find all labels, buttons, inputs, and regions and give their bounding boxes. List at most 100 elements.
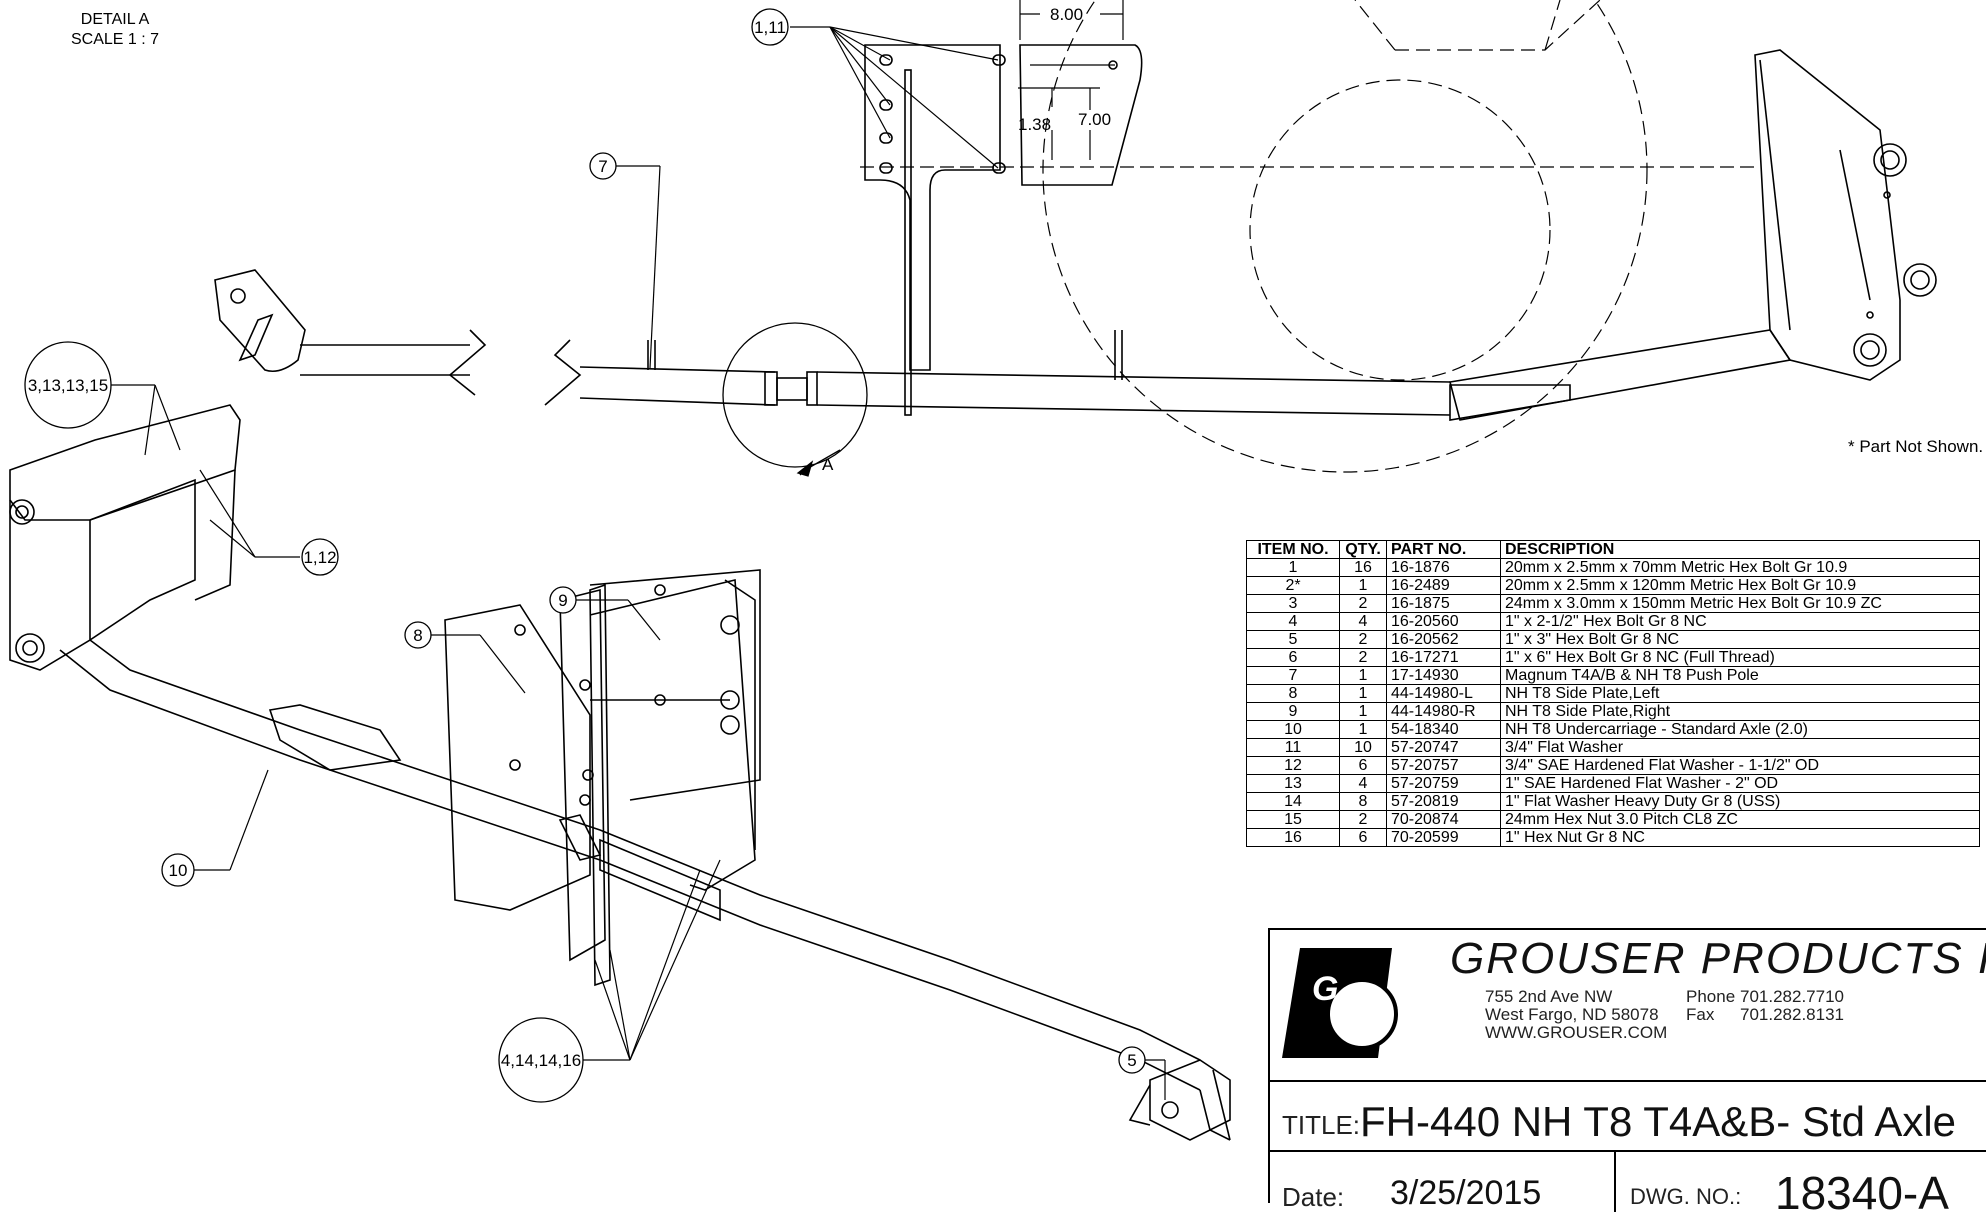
bom-description: 1" x 3" Hex Bolt Gr 8 NC (1500, 630, 1980, 649)
date-dwg-row: Date: 3/25/2015 DWG. NO.: 18340-A (1270, 1152, 1986, 1219)
bom-part-no: 54-18340 (1386, 720, 1501, 739)
bom-description: 3/4" Flat Washer (1500, 738, 1980, 757)
bom-description: 1" Flat Washer Heavy Duty Gr 8 (USS) (1500, 792, 1980, 811)
date-label: Date: (1282, 1182, 1345, 1212)
phone-label: Phone (1686, 987, 1736, 1006)
company-website: WWW.GROUSER.COM (1485, 1023, 1668, 1042)
bom-item-no: 1 (1246, 558, 1340, 577)
bom-qty: 2 (1339, 648, 1387, 667)
bom-part-no: 70-20874 (1386, 810, 1501, 829)
bom-description: Magnum T4A/B & NH T8 Push Pole (1500, 666, 1980, 685)
balloon-8: 8 (404, 621, 432, 649)
bom-description: 3/4" SAE Hardened Flat Washer - 1-1/2" O… (1500, 756, 1980, 775)
bom-item-no: 8 (1246, 684, 1340, 703)
bom-qty: 6 (1339, 756, 1387, 775)
bom-qty: 4 (1339, 612, 1387, 631)
bom-part-no: 16-1876 (1386, 558, 1501, 577)
bom-item-no: 10 (1246, 720, 1340, 739)
dimension-width: 8.00 (1050, 5, 1083, 24)
bom-qty: 10 (1339, 738, 1387, 757)
bom-item-no: 4 (1246, 612, 1340, 631)
svg-text:3,13,13,15: 3,13,13,15 (28, 376, 108, 395)
bom-qty: 1 (1339, 576, 1387, 595)
bom-part-no: 16-17271 (1386, 648, 1501, 667)
date-divider (1614, 1152, 1616, 1212)
undercarriage-isometric (9, 404, 1231, 1141)
dimension-height-1: 1.38 (1018, 115, 1051, 134)
company-logo: G (1282, 948, 1398, 1058)
bom-item-no: 16 (1246, 828, 1340, 847)
side-plate-top (864, 44, 1143, 416)
dwg-no-value: 18340-A (1775, 1167, 1949, 1219)
bom-qty: 2 (1339, 630, 1387, 649)
bom-qty: 6 (1339, 828, 1387, 847)
bom-description: 1" SAE Hardened Flat Washer - 2" OD (1500, 774, 1980, 793)
svg-text:G: G (1312, 970, 1338, 1008)
bom-item-no: 7 (1246, 666, 1340, 685)
bom-qty: 4 (1339, 774, 1387, 793)
leader-lines (110, 165, 1166, 1100)
company-block: G GROUSER PRODUCTS INC. 755 2nd Ave NW W… (1270, 930, 1986, 1082)
bom-qty: 1 (1339, 720, 1387, 739)
svg-text:1,12: 1,12 (303, 548, 336, 567)
bom-qty: 16 (1339, 558, 1387, 577)
phone-number: 701.282.7710 (1740, 987, 1844, 1006)
bom-item-no: 3 (1246, 594, 1340, 613)
balloon-5: 5 (1118, 1046, 1146, 1074)
bom-description: NH T8 Undercarriage - Standard Axle (2.0… (1500, 720, 1980, 739)
bom-description: NH T8 Side Plate,Left (1500, 684, 1980, 703)
svg-text:9: 9 (558, 591, 567, 610)
detail-scale: SCALE 1 : 7 (70, 31, 160, 48)
bom-item-no: 6 (1246, 648, 1340, 667)
detail-label: DETAIL A SCALE 1 : 7 (60, 10, 170, 50)
axle-frame-top (1449, 49, 1937, 421)
svg-text:8: 8 (413, 626, 422, 645)
bom-description: 20mm x 2.5mm x 70mm Metric Hex Bolt Gr 1… (1500, 558, 1980, 577)
bom-header-part: PART NO. (1386, 540, 1501, 559)
bom-description: 1" Hex Nut Gr 8 NC (1500, 828, 1980, 847)
company-address-1: 755 2nd Ave NW (1485, 987, 1613, 1006)
tire-outline (1042, 0, 1648, 473)
svg-text:5: 5 (1127, 1051, 1136, 1070)
svg-text:7: 7 (598, 157, 607, 176)
bom-description: NH T8 Side Plate,Right (1500, 702, 1980, 721)
fax-number: 701.282.8131 (1740, 1005, 1844, 1024)
section-marker: A (822, 455, 834, 474)
balloon-7: 7 (589, 152, 617, 180)
bom-qty: 1 (1339, 666, 1387, 685)
dimension-lines (1018, 0, 1124, 160)
leader-1-11 (790, 26, 999, 169)
detail-name: DETAIL A (80, 11, 150, 28)
balloon-9: 9 (549, 586, 577, 614)
bom-part-no: 16-2489 (1386, 576, 1501, 595)
bom-part-no: 57-20759 (1386, 774, 1501, 793)
company-name: GROUSER PRODUCTS INC. (1450, 934, 1986, 983)
bom-description: 24mm x 3.0mm x 150mm Metric Hex Bolt Gr … (1500, 594, 1980, 613)
bom-part-no: 16-1875 (1386, 594, 1501, 613)
bom-item-no: 5 (1246, 630, 1340, 649)
drawing-title: FH-440 NH T8 T4A&B- Std Axle (1360, 1098, 1957, 1145)
dimension-height-2: 7.00 (1078, 110, 1111, 129)
bom-part-no: 57-20757 (1386, 756, 1501, 775)
bom-part-no: 16-20560 (1386, 612, 1501, 631)
bom-description: 1" x 6" Hex Bolt Gr 8 NC (Full Thread) (1500, 648, 1980, 667)
bom-qty: 2 (1339, 810, 1387, 829)
bom-description: 1" x 2-1/2" Hex Bolt Gr 8 NC (1500, 612, 1980, 631)
balloon-4-14-14-16: 4,14,14,16 (498, 1017, 584, 1103)
title-label: TITLE: (1282, 1110, 1361, 1140)
balloon-10: 10 (161, 853, 195, 887)
title-row: TITLE: FH-440 NH T8 T4A&B- Std Axle (1270, 1080, 1986, 1152)
balloon-3-13-13-15: 3,13,13,15 (24, 341, 112, 429)
bom-item-no: 14 (1246, 792, 1340, 811)
bom-header-qty: QTY. (1339, 540, 1387, 559)
